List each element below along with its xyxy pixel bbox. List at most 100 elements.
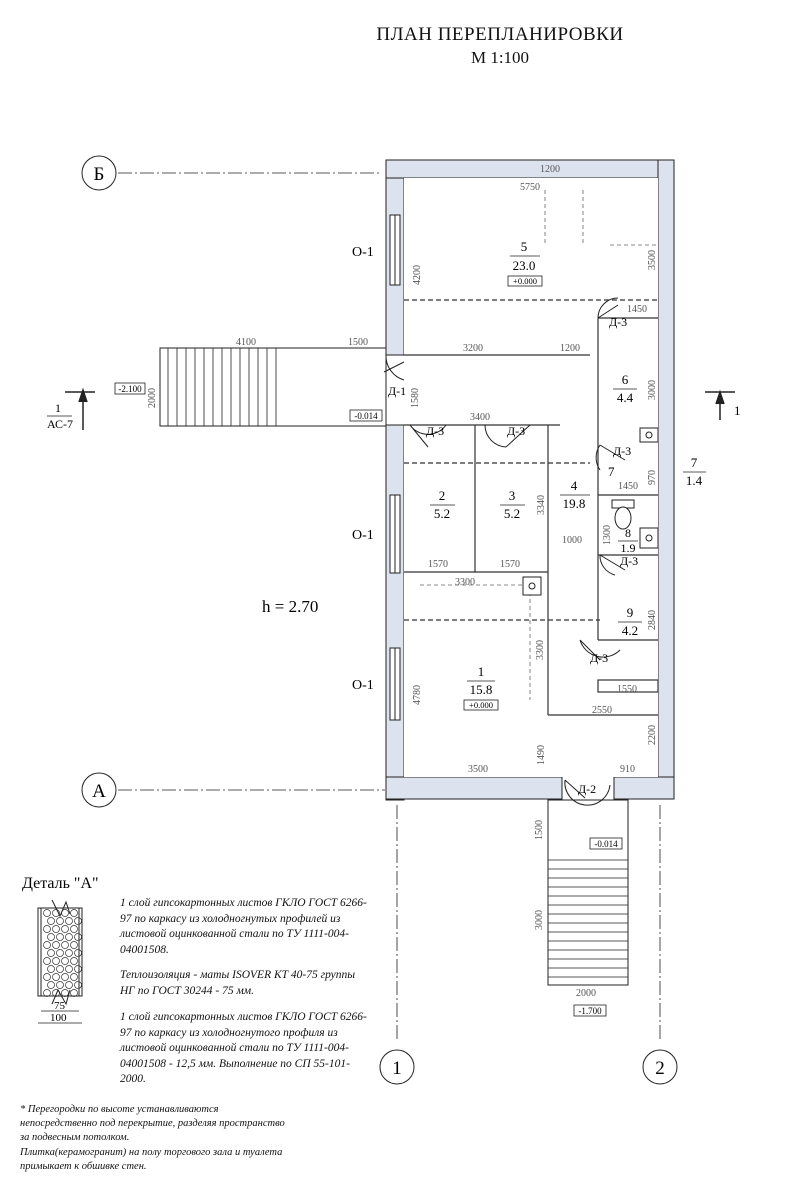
room-label-8: 8 1.9	[618, 526, 638, 555]
window-label-3: О-1	[352, 678, 374, 693]
room-6-number: 6	[622, 372, 629, 387]
dim-1500a: 1500	[348, 337, 368, 348]
detail-dim-100: 100	[50, 1012, 67, 1024]
dim-910: 910	[620, 764, 635, 775]
section-left-ref: АС-7	[47, 417, 73, 431]
level-room-1: +0.000	[469, 700, 493, 710]
room-1-number: 1	[478, 664, 485, 679]
room-label-9: 9 4.2	[618, 605, 642, 638]
detail-wall-section	[37, 899, 83, 1006]
footnote-line-4: Плитка(керамогранит) на полу торгового з…	[20, 1146, 283, 1158]
dim-3500b: 3500	[468, 764, 488, 775]
sink-fixtures	[522, 427, 659, 596]
ceiling-height: h = 2.70	[262, 597, 318, 616]
room-label-4: 4 19.8	[560, 478, 590, 511]
axis-bubble-a	[81, 772, 117, 808]
dim-3000a: 3000	[647, 380, 658, 400]
section-right-number: 1	[734, 403, 741, 418]
dim-2200: 2200	[647, 725, 658, 745]
room-4-area: 19.8	[563, 496, 586, 511]
dim-5750: 5750	[520, 182, 540, 193]
room-2-area: 5.2	[434, 506, 450, 521]
stair-left-treads	[167, 348, 277, 426]
stair-bottom-treads	[548, 859, 628, 978]
windows	[389, 214, 401, 721]
dim-2000a: 2000	[147, 388, 158, 408]
axis-label-a: А	[92, 781, 106, 802]
door-label-d3-2: Д-3	[507, 424, 525, 438]
dim-1580: 1580	[410, 388, 421, 408]
detail-dim-75: 75	[54, 1000, 66, 1012]
room-label-3: 3 5.2	[500, 488, 525, 521]
dim-3400: 3400	[470, 412, 490, 423]
stair-left	[159, 347, 387, 427]
dim-4100: 4100	[236, 337, 256, 348]
axis-lines	[118, 172, 661, 1040]
dim-1000: 1000	[562, 535, 582, 546]
level-room-5: +0.000	[513, 276, 537, 286]
detail-note-2: Теплоизоляция - маты ISOVER КТ 40-75 гру…	[120, 969, 356, 997]
dim-3000b: 3000	[534, 910, 545, 930]
window-label-2: О-1	[352, 528, 374, 543]
room-label-5: 5 23.0	[510, 239, 540, 273]
room-8-area: 1.9	[621, 541, 636, 555]
plan-scale: М 1:100	[470, 48, 530, 67]
dim-1300: 1300	[602, 525, 613, 545]
room-label-7-outer: 7 1.4	[683, 455, 706, 488]
dim-1200: 1200	[560, 343, 580, 354]
dim-4780: 4780	[412, 685, 423, 705]
door-swings	[383, 297, 626, 806]
room-7-outer-number: 7	[691, 455, 698, 470]
axis-bubble-b	[81, 155, 117, 191]
stair-bottom	[547, 799, 629, 986]
dim-2000b: 2000	[576, 988, 596, 999]
dim-1570b: 1570	[500, 559, 520, 570]
dim-970: 970	[647, 470, 658, 485]
room-label-1: 1 15.8	[467, 664, 495, 697]
room-label-6: 6 4.4	[613, 372, 637, 405]
window-label-1: О-1	[352, 245, 374, 260]
level-entry-bottom: -0.014	[594, 839, 618, 849]
door-label-d3-5: Д-3	[620, 554, 638, 568]
plan-title: ПЛАН ПЕРЕПЛАНИРОВКИ	[376, 24, 624, 45]
dim-1450b: 1450	[618, 481, 638, 492]
dim-3500a: 3500	[647, 250, 658, 270]
footnote: * Перегородки по высоте устанавливаются …	[20, 1103, 285, 1174]
section-left-number: 1	[55, 401, 61, 415]
room-2-number: 2	[439, 488, 446, 503]
level-boxes	[114, 275, 623, 1017]
footnote-line-1: * Перегородки по высоте устанавливаются	[20, 1104, 219, 1115]
footnote-line-5: примыкает к обшивке стен.	[20, 1160, 147, 1172]
door-label-d3-1: Д-3	[426, 424, 444, 438]
footnote-line-3: за подвесным потолком.	[20, 1132, 130, 1144]
axis-label-2: 2	[655, 1058, 665, 1079]
ceiling-lines	[420, 190, 658, 700]
room-3-area: 5.2	[504, 506, 520, 521]
axis-bubble-1	[379, 1049, 415, 1085]
room-7-inner-number: 7	[608, 464, 615, 479]
room-8-number: 8	[625, 526, 631, 540]
dim-1450a: 1450	[627, 304, 647, 315]
dim-4200: 4200	[412, 265, 423, 285]
dim-2840: 2840	[647, 610, 658, 630]
room-1-area: 15.8	[470, 682, 493, 697]
dimension-labels: 5750 4200 3500 1450 4100 1500 3200 1200 …	[147, 164, 658, 999]
door-label-d3-3: Д-3	[609, 315, 627, 329]
room-5-number: 5	[521, 239, 528, 254]
dim-2550: 2550	[592, 705, 612, 716]
room-3-number: 3	[509, 488, 516, 503]
dim-1200b: 1200	[540, 164, 560, 175]
detail-title: Деталь "А"	[22, 875, 99, 892]
room-label-2: 2 5.2	[430, 488, 455, 521]
detail-dimension-lines	[38, 1010, 82, 1024]
dim-3340: 3340	[536, 495, 547, 515]
room-7-outer-area: 1.4	[686, 473, 703, 488]
door-label-d1: Д-1	[388, 384, 406, 398]
level-stair-left: -2.100	[118, 384, 142, 394]
level-entry-left: -0.014	[354, 411, 378, 421]
dim-3300a: 3300	[455, 577, 475, 588]
footnote-line-2: непосредственно под перекрытие, разделяя…	[20, 1118, 285, 1130]
level-stair-bottom: -1.700	[578, 1006, 602, 1016]
dim-1550: 1550	[617, 684, 637, 695]
dim-1500b: 1500	[534, 820, 545, 840]
